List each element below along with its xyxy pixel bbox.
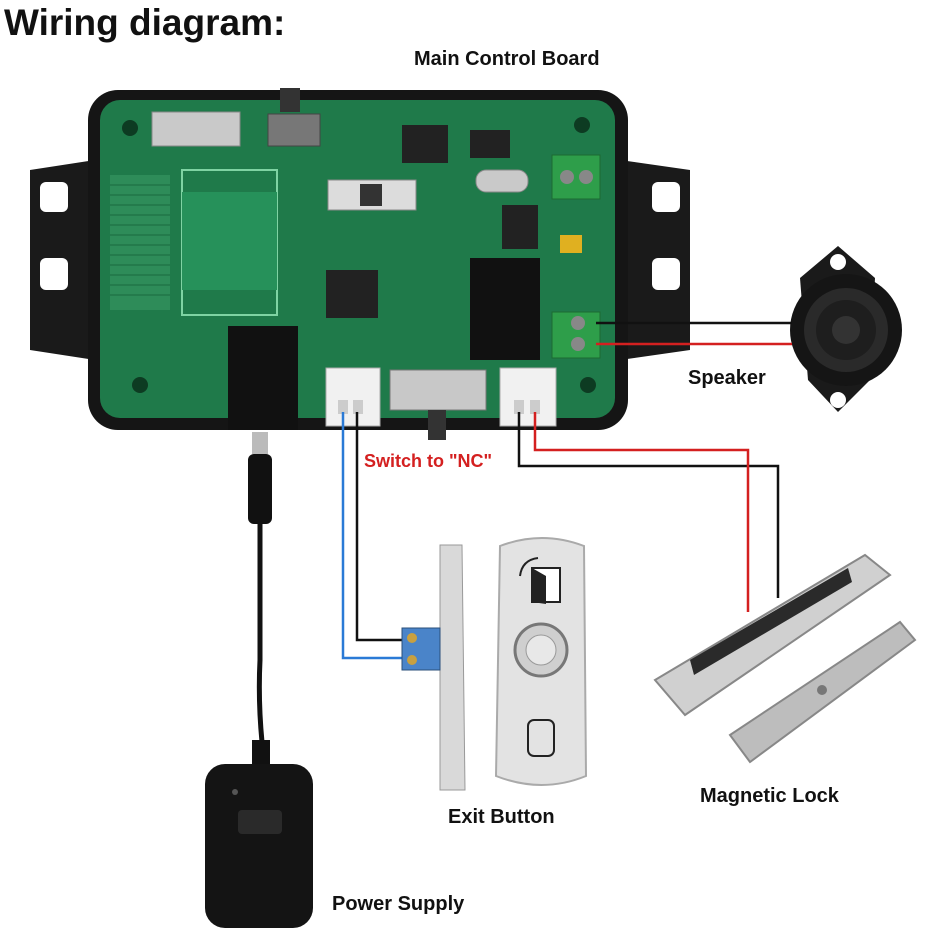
power-supply-label: Power Supply	[332, 893, 465, 915]
speaker	[790, 246, 902, 412]
magnetic-lock-label: Magnetic Lock	[700, 785, 839, 807]
speaker-label: Speaker	[688, 367, 766, 389]
main-board-label: Main Control Board	[414, 48, 600, 70]
switch-note-label: Switch to "NC"	[364, 451, 493, 471]
page-title: Wiring diagram:	[4, 2, 286, 43]
magnetic-lock-device	[653, 553, 917, 764]
exit-button-device	[401, 537, 588, 791]
exit-button-label: Exit Button	[448, 806, 555, 828]
power-supply-device	[205, 432, 313, 928]
main-control-board	[30, 88, 690, 440]
